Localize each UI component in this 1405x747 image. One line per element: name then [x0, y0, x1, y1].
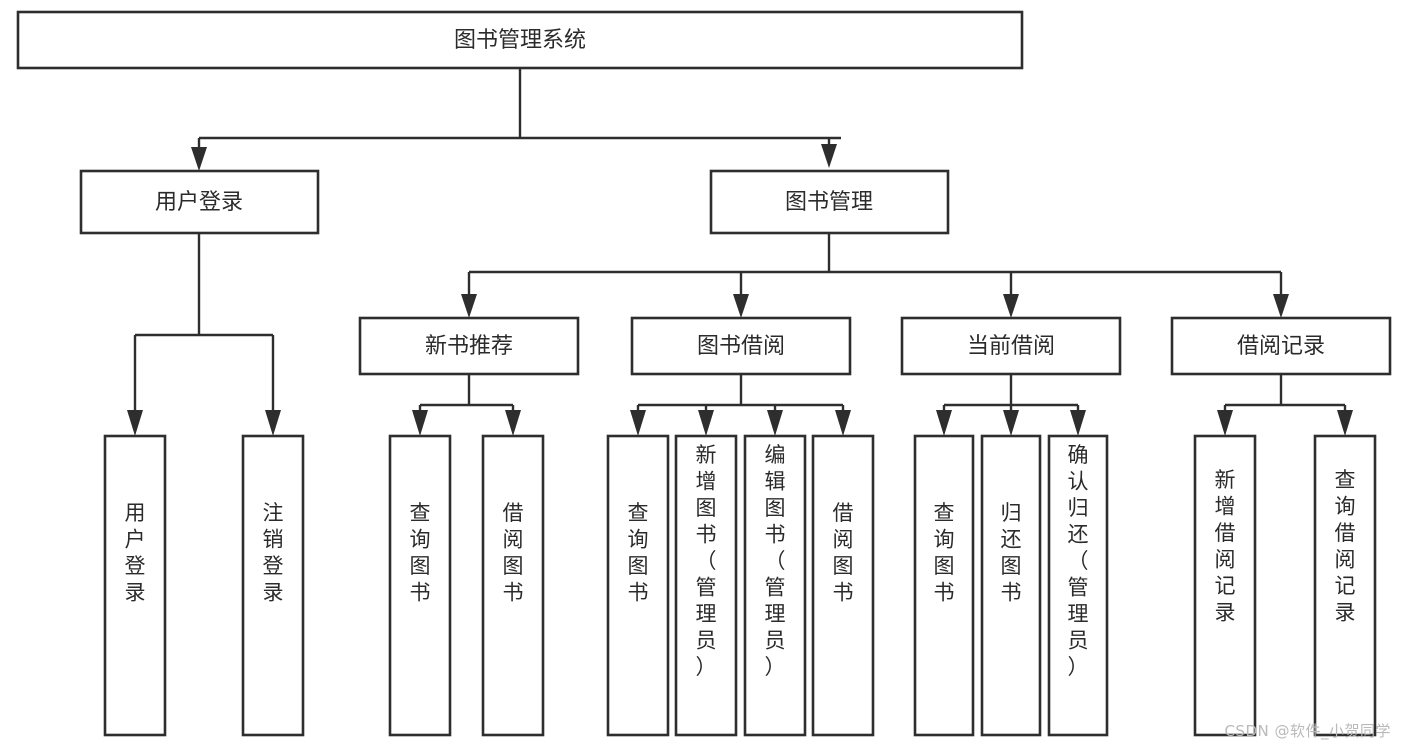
leaf-return-book-box[interactable]: [980, 434, 1042, 737]
leaf-user-login-label: 用户登录: [125, 501, 146, 605]
leaf-borrow-book-1-label: 借阅图书: [503, 501, 524, 605]
node-root-label: 图书管理系统: [454, 28, 586, 53]
arrow-book-borrow: [733, 294, 749, 318]
leaf-edit-book-box[interactable]: [743, 434, 807, 737]
arrow-leaf-return-book: [1003, 410, 1019, 436]
leaf-borrow-book-1[interactable]: 借阅图书: [481, 434, 545, 737]
node-root[interactable]: 图书管理系统: [16, 10, 1024, 70]
node-book-borrow-label: 图书借阅: [697, 334, 785, 359]
node-borrow-record-label: 借阅记录: [1237, 334, 1325, 359]
arrow-leaf-add-record: [1217, 410, 1233, 436]
node-root-box[interactable]: [16, 10, 1024, 70]
node-book-manage[interactable]: 图书管理: [709, 169, 950, 235]
leaf-user-logout-box[interactable]: [241, 434, 305, 737]
node-new-book-recommend-label: 新书推荐: [425, 334, 513, 359]
arrow-leaf-user-logout: [265, 410, 281, 436]
leaf-query-book-3-box[interactable]: [913, 434, 975, 737]
leaf-add-record-label: 新增借阅记录: [1215, 468, 1236, 625]
node-book-borrow-box[interactable]: [630, 316, 852, 376]
arrow-userlogin: [191, 147, 207, 171]
node-borrow-record[interactable]: 借阅记录: [1170, 316, 1392, 376]
leaf-borrow-book-2[interactable]: 借阅图书: [811, 434, 875, 737]
node-current-borrow-label: 当前借阅: [967, 334, 1055, 359]
leaf-borrow-book-1-box[interactable]: [481, 434, 545, 737]
leaf-edit-book[interactable]: 编辑图书（管理员）: [743, 434, 807, 737]
node-book-manage-box[interactable]: [709, 169, 950, 235]
leaf-query-book-2-label: 查询图书: [628, 501, 649, 605]
node-user-login-label: 用户登录: [155, 190, 243, 215]
node-new-book-recommend-box[interactable]: [358, 316, 580, 376]
node-book-manage-label: 图书管理: [785, 190, 873, 215]
leaf-add-book-box[interactable]: [674, 434, 738, 737]
node-new-book-recommend[interactable]: 新书推荐: [358, 316, 580, 376]
watermark-text: CSDN @软件_小贺同学: [1224, 722, 1391, 740]
arrow-leaf-query-record: [1337, 410, 1353, 436]
leaf-user-logout[interactable]: 注销登录: [241, 434, 305, 737]
leaf-query-book-3[interactable]: 查询图书: [913, 434, 975, 737]
arrow-new-book-recommend: [461, 294, 477, 318]
arrow-leaf-borrow-book-1: [505, 410, 521, 436]
node-borrow-record-box[interactable]: [1170, 316, 1392, 376]
arrow-borrow-record: [1273, 294, 1289, 318]
arrow-leaf-query-book-3: [936, 410, 952, 436]
leaf-query-record[interactable]: 查询借阅记录: [1313, 434, 1377, 737]
leaf-add-book[interactable]: 新增图书（管理员）: [674, 434, 738, 737]
node-user-login-box[interactable]: [79, 169, 320, 235]
leaf-query-book-2-box[interactable]: [606, 434, 670, 737]
leaf-user-logout-label: 注销登录: [263, 501, 284, 605]
leaf-borrow-book-2-label: 借阅图书: [833, 501, 854, 605]
leaf-query-book-1-label: 查询图书: [410, 501, 431, 605]
node-book-borrow[interactable]: 图书借阅: [630, 316, 852, 376]
leaf-query-book-2[interactable]: 查询图书: [606, 434, 670, 737]
leaf-add-record-box[interactable]: [1193, 434, 1257, 737]
arrow-leaf-query-book-1: [412, 410, 428, 436]
node-current-borrow[interactable]: 当前借阅: [900, 316, 1122, 376]
arrow-leaf-edit-book: [767, 410, 783, 436]
arrow-leaf-add-book: [698, 410, 714, 436]
leaf-confirm-return[interactable]: 确认归还（管理员）: [1047, 434, 1109, 737]
leaf-confirm-return-box[interactable]: [1047, 434, 1109, 737]
leaf-edit-book-label: 编辑图书（管理员）: [765, 443, 786, 679]
edge-layer: [127, 68, 1353, 436]
leaf-query-book-1-box[interactable]: [388, 434, 452, 737]
node-current-borrow-box[interactable]: [900, 316, 1122, 376]
node-user-login[interactable]: 用户登录: [79, 169, 320, 235]
arrow-current-borrow: [1003, 294, 1019, 318]
leaf-borrow-book-2-box[interactable]: [811, 434, 875, 737]
arrow-leaf-borrow-book-2: [835, 410, 851, 436]
arrow-leaf-confirm-return: [1070, 410, 1086, 436]
leaf-query-book-3-label: 查询图书: [934, 501, 955, 605]
leaf-user-login-box[interactable]: [103, 434, 167, 737]
arrow-leaf-query-book-2: [630, 410, 646, 436]
leaf-user-login[interactable]: 用户登录: [103, 434, 167, 737]
arrow-bookmanage: [821, 144, 837, 168]
leaf-query-record-label: 查询借阅记录: [1335, 468, 1356, 625]
leaf-return-book[interactable]: 归还图书: [980, 434, 1042, 737]
arrow-leaf-user-login: [127, 410, 143, 436]
leaf-return-book-label: 归还图书: [1001, 501, 1022, 605]
leaf-add-book-label: 新增图书（管理员）: [696, 443, 717, 679]
leaf-add-record[interactable]: 新增借阅记录: [1193, 434, 1257, 737]
leaf-confirm-return-label: 确认归还（管理员）: [1068, 443, 1089, 679]
leaf-query-record-box[interactable]: [1313, 434, 1377, 737]
leaf-query-book-1[interactable]: 查询图书: [388, 434, 452, 737]
